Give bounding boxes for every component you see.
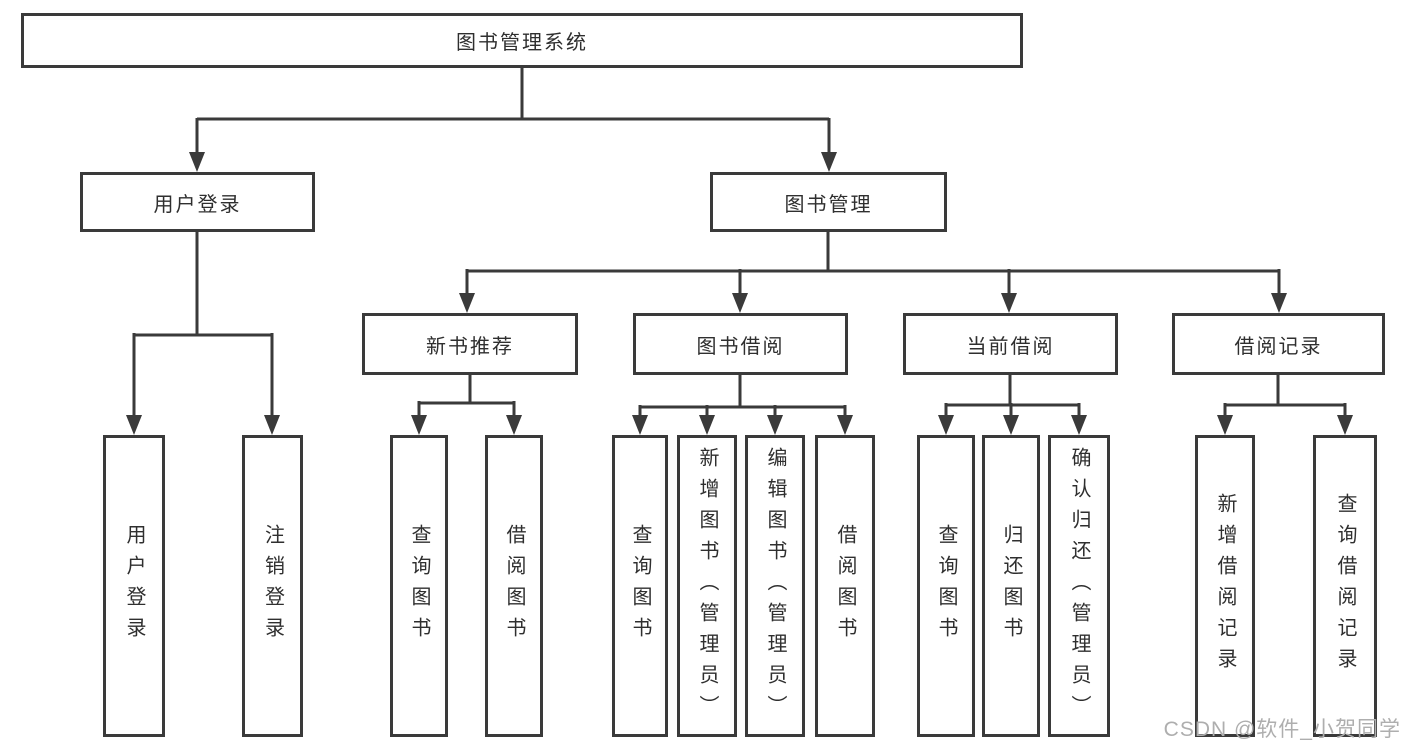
leaf-borrow-books-recommend: 借阅图书 bbox=[485, 435, 543, 737]
leaf-confirm-return-admin: 确认归还（管理员） bbox=[1048, 435, 1110, 737]
leaf-query-books-current: 查询图书 bbox=[917, 435, 975, 737]
node-user-login: 用户登录 bbox=[80, 172, 315, 232]
node-new-book-recommendation: 新书推荐 bbox=[362, 313, 578, 375]
leaf-return-books: 归还图书 bbox=[982, 435, 1040, 737]
leaf-query-books-recommend: 查询图书 bbox=[390, 435, 448, 737]
leaf-add-books-admin: 新增图书（管理员） bbox=[677, 435, 737, 737]
node-root-book-management-system: 图书管理系统 bbox=[21, 13, 1023, 68]
node-book-borrowing: 图书借阅 bbox=[633, 313, 848, 375]
leaf-borrow-books-borrowing: 借阅图书 bbox=[815, 435, 875, 737]
leaf-add-borrow-record: 新增借阅记录 bbox=[1195, 435, 1255, 737]
leaf-edit-books-admin: 编辑图书（管理员） bbox=[745, 435, 805, 737]
leaf-logout: 注销登录 bbox=[242, 435, 303, 737]
node-current-borrowing: 当前借阅 bbox=[903, 313, 1118, 375]
csdn-watermark: CSDN @软件_小贺同学 bbox=[1163, 718, 1401, 741]
arrowheads bbox=[126, 152, 1353, 435]
leaf-query-books-borrowing: 查询图书 bbox=[612, 435, 668, 737]
node-book-management: 图书管理 bbox=[710, 172, 947, 232]
node-borrowing-records: 借阅记录 bbox=[1172, 313, 1385, 375]
leaf-query-borrow-record: 查询借阅记录 bbox=[1313, 435, 1377, 737]
leaf-user-login: 用户登录 bbox=[103, 435, 165, 737]
